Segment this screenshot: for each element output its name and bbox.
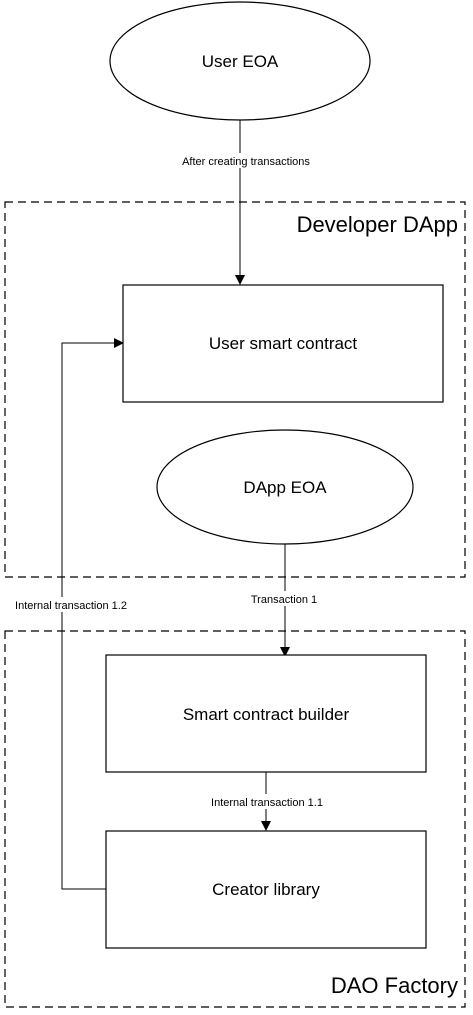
user-smart-contract-node [122,284,444,403]
dao-factory-group [4,630,466,1008]
creator-library-label: Creator library [212,880,320,899]
smart-contract-builder-node [105,654,427,773]
smart-contract-builder-label: Smart contract builder [183,705,350,724]
after-creating-label-bg [170,153,322,168]
user-smart-contract-label: User smart contract [209,334,358,353]
transaction-1-label-bg [243,591,325,606]
user-eoa-label: User EOA [202,52,279,71]
developer-dapp-label: Developer DApp [297,212,458,237]
edge-creator-to-user-contract [61,338,124,890]
after-creating-label: After creating transactions [182,156,310,168]
user-eoa-node [109,1,371,121]
dao-factory-label: DAO Factory [331,973,458,998]
internal-1-2-label-bg [5,597,139,612]
developer-dapp-group [4,201,466,578]
creator-library-node [105,830,427,949]
dapp-eoa-node [156,429,414,545]
dapp-eoa-label: DApp EOA [243,478,327,497]
internal-1-2-label: Internal transaction 1.2 [15,600,127,612]
internal-1-1-label: Internal transaction 1.1 [211,797,323,809]
transaction-1-label: Transaction 1 [251,594,317,606]
internal-1-1-label-bg [200,794,334,809]
